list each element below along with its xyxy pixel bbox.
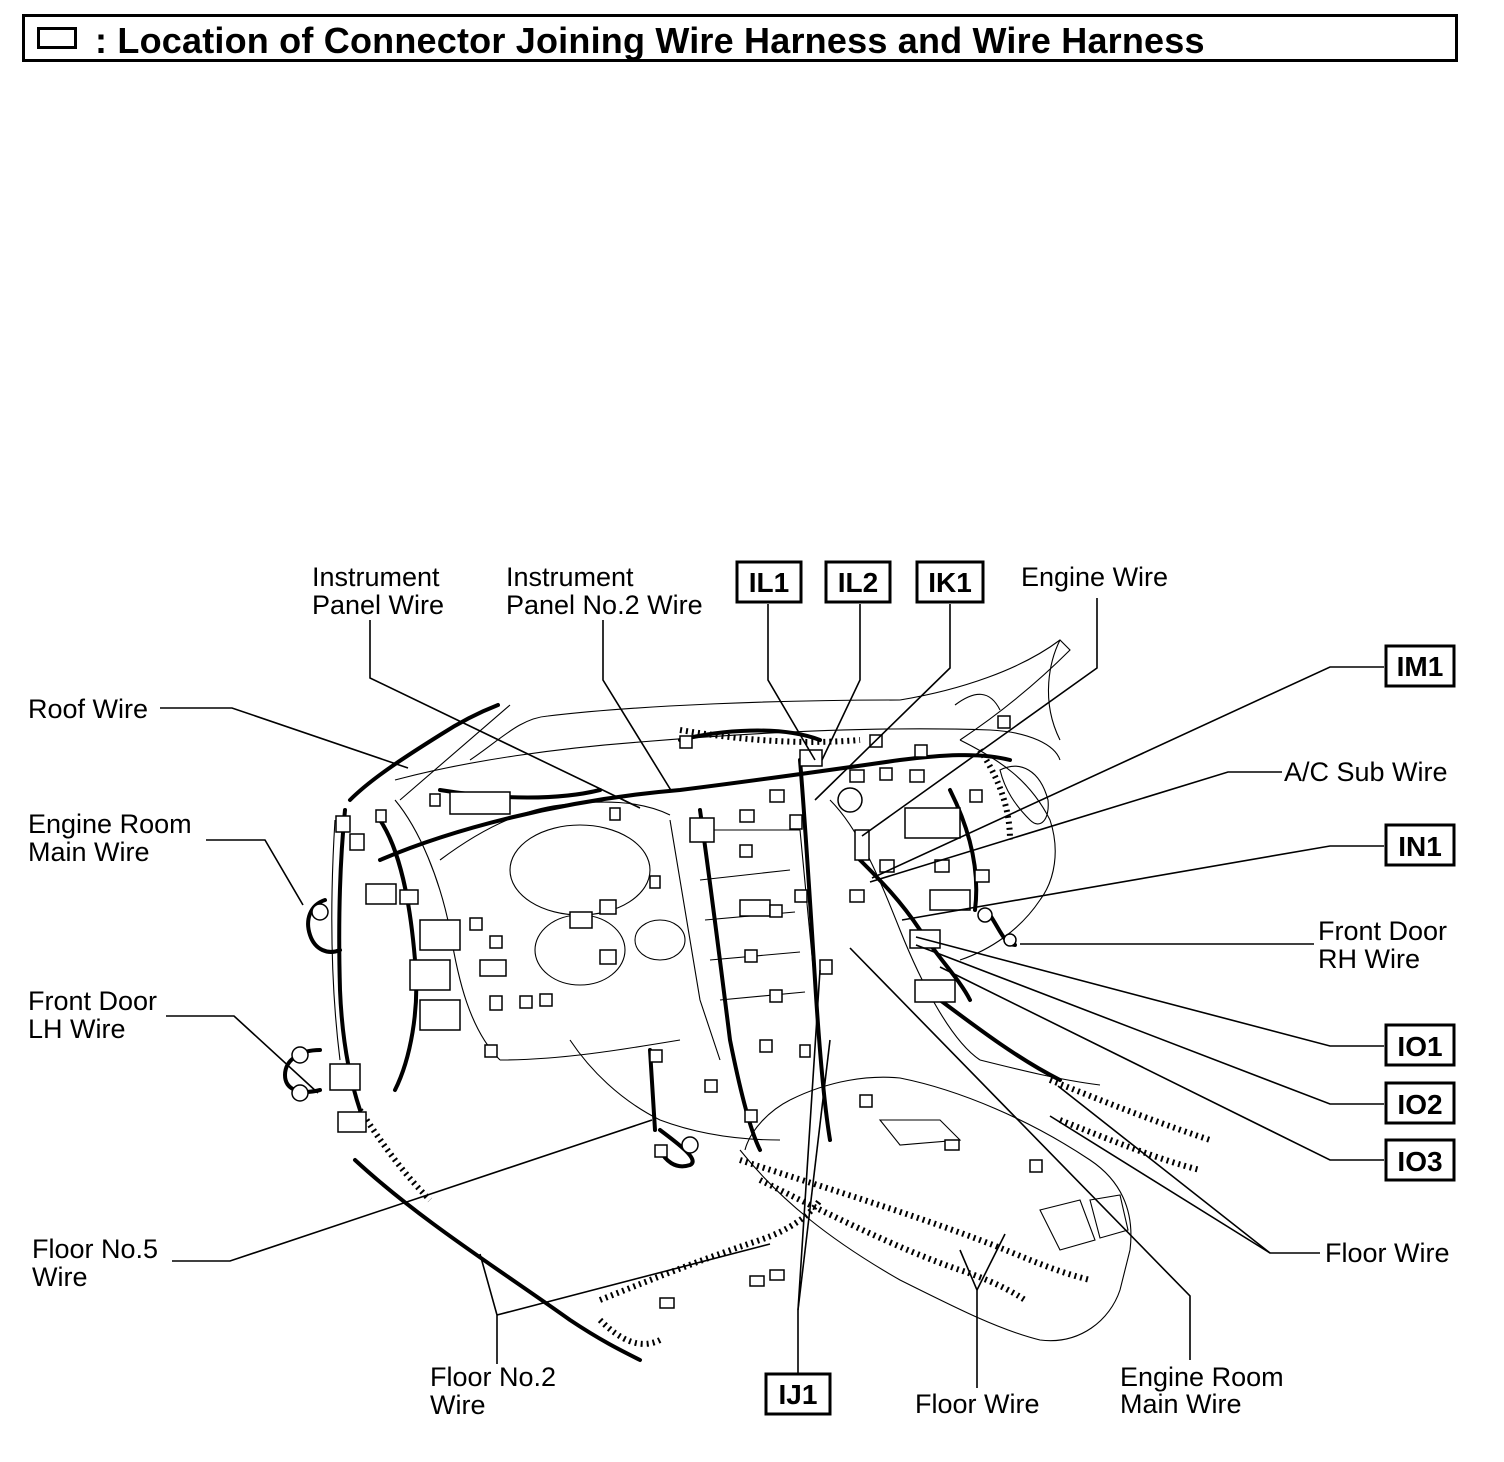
- connector-code-ij1: IJ1: [764, 1372, 832, 1416]
- connector-code-il1: IL1: [735, 560, 803, 604]
- connector-code-ik1: IK1: [915, 560, 985, 604]
- svg-text:LH Wire: LH Wire: [28, 1014, 126, 1044]
- svg-text:Wire: Wire: [430, 1390, 486, 1420]
- label-front-door-lh-wire: Front Door LH Wire: [28, 986, 157, 1044]
- label-floor-wire-right: Floor Wire: [1325, 1238, 1450, 1268]
- svg-text:Instrument: Instrument: [506, 562, 634, 592]
- svg-text:Panel Wire: Panel Wire: [312, 590, 444, 620]
- svg-text:RH Wire: RH Wire: [1318, 944, 1420, 974]
- label-ac-sub-wire: A/C Sub Wire: [1284, 757, 1448, 787]
- svg-text:Front Door: Front Door: [1318, 916, 1447, 946]
- connector-blocks: [291, 715, 1043, 1309]
- label-floor-wire-bottom: Floor Wire: [915, 1389, 1040, 1419]
- label-engine-room-main-wire-bottom: Engine Room Main Wire: [1120, 1362, 1284, 1419]
- title-bar: : Location of Connector Joining Wire Har…: [22, 14, 1458, 62]
- connector-code-il2: IL2: [824, 560, 892, 604]
- svg-text:Floor No.5: Floor No.5: [32, 1234, 158, 1264]
- label-engine-room-main-wire-left: Engine Room Main Wire: [28, 809, 192, 867]
- label-floor-no5-wire: Floor No.5 Wire: [32, 1234, 158, 1292]
- svg-text:IO3: IO3: [1397, 1146, 1442, 1177]
- svg-text:IM1: IM1: [1397, 651, 1444, 682]
- label-floor-no2-wire: Floor No.2 Wire: [430, 1362, 556, 1420]
- svg-text:IN1: IN1: [1398, 831, 1442, 862]
- svg-text:IL2: IL2: [838, 567, 878, 598]
- svg-text:IL1: IL1: [749, 567, 789, 598]
- svg-text:Engine Room: Engine Room: [1120, 1362, 1284, 1392]
- label-instrument-panel-no2-wire: Instrument Panel No.2 Wire: [506, 562, 703, 620]
- connector-code-io3: IO3: [1384, 1138, 1456, 1182]
- svg-text:Wire: Wire: [32, 1262, 88, 1292]
- svg-text:Main Wire: Main Wire: [1120, 1389, 1242, 1419]
- svg-text:IJ1: IJ1: [779, 1379, 818, 1410]
- svg-text:Engine Room: Engine Room: [28, 809, 192, 839]
- svg-text:Main Wire: Main Wire: [28, 837, 150, 867]
- svg-text:IO1: IO1: [1397, 1031, 1442, 1062]
- svg-text:Panel No.2 Wire: Panel No.2 Wire: [506, 590, 703, 620]
- connector-code-io2: IO2: [1384, 1081, 1456, 1125]
- label-instrument-panel-wire: Instrument Panel Wire: [312, 562, 444, 620]
- connector-code-io1: IO1: [1384, 1023, 1456, 1067]
- svg-text:IK1: IK1: [928, 567, 972, 598]
- label-front-door-rh-wire: Front Door RH Wire: [1318, 916, 1447, 974]
- label-engine-wire: Engine Wire: [1021, 562, 1168, 592]
- connector-code-in1: IN1: [1384, 823, 1456, 867]
- svg-text:IO2: IO2: [1397, 1089, 1442, 1120]
- leader-lines: [160, 598, 1384, 1388]
- connector-code-im1: IM1: [1384, 644, 1456, 688]
- svg-text:Front Door: Front Door: [28, 986, 157, 1016]
- legend-box-icon: [37, 27, 77, 49]
- page-title: : Location of Connector Joining Wire Har…: [95, 20, 1205, 61]
- svg-text:Instrument: Instrument: [312, 562, 440, 592]
- label-roof-wire: Roof Wire: [28, 694, 148, 724]
- svg-text:Floor No.2: Floor No.2: [430, 1362, 556, 1392]
